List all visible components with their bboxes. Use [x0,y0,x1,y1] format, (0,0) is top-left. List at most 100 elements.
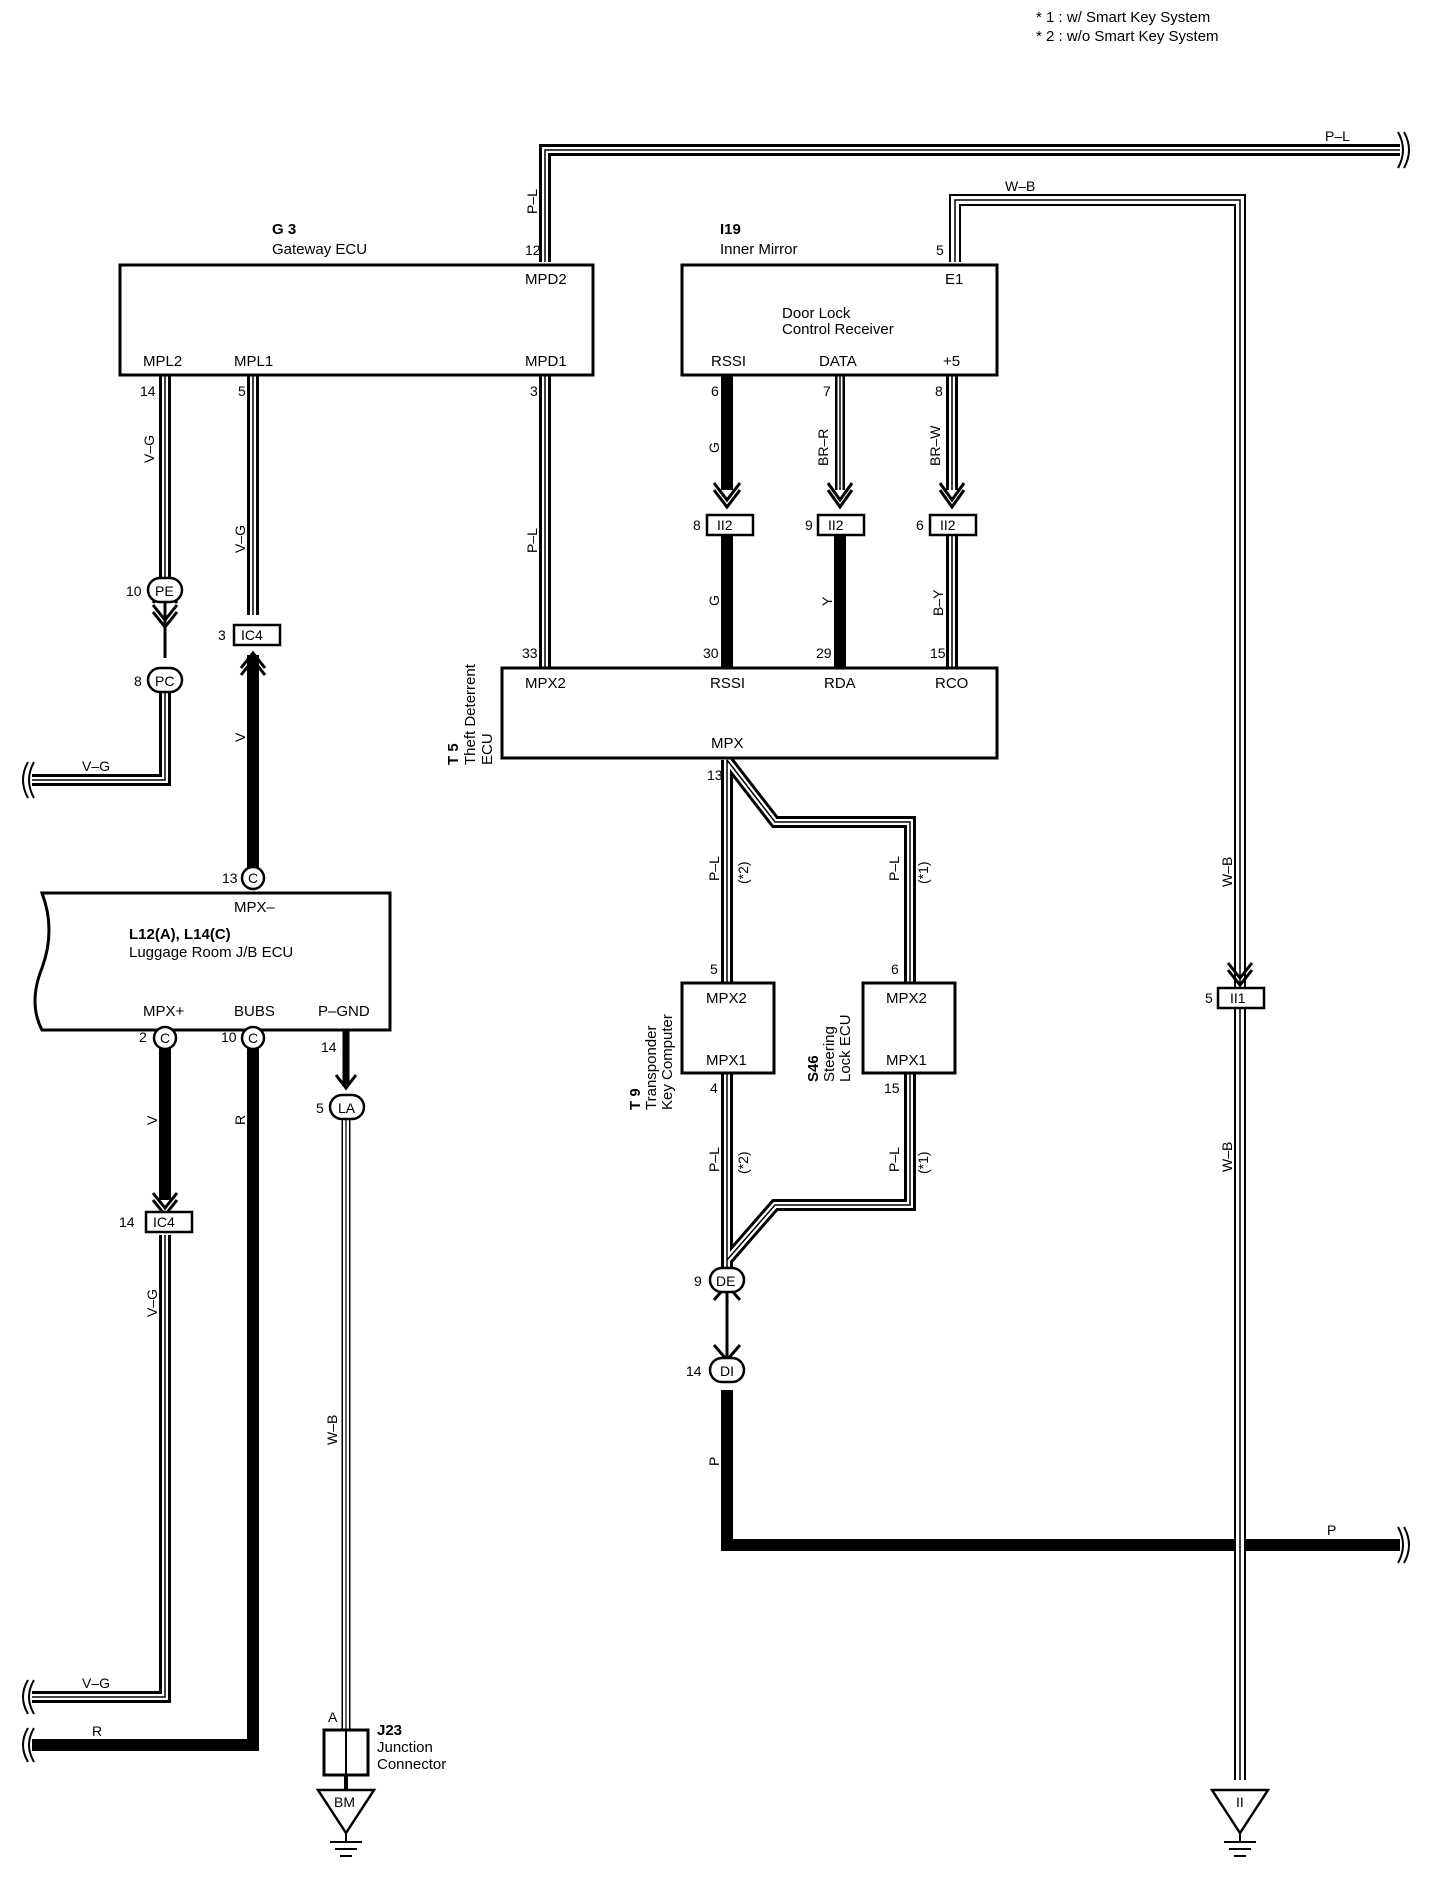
inner-mirror-line1: Door Lock [782,305,851,322]
connector-ii2-c-code: II2 [940,517,956,533]
connector-ii2-c: II2 6 [916,513,978,537]
connector-ii2-a: II2 8 [693,513,755,537]
connector-ii2-b: II2 9 [805,513,866,537]
inner-mirror-box [680,263,999,377]
legend-note-1: * 1 : w/ Smart Key System [1036,9,1210,26]
wire-label-pl-s46-bottom: P–L [886,1147,902,1172]
theft-pin-num-13: 13 [707,767,723,783]
connector-di: DI 14 [686,1356,746,1384]
connector-pc-code: PC [155,673,174,689]
inner-mirror-pin-num-8: 8 [935,383,943,399]
transponder-pin-mpx1: MPX1 [706,1052,747,1069]
wire-label-brr: BR–R [815,429,831,466]
connector-ic4-bottom: IC4 14 [119,1210,194,1234]
inner-mirror-pin-num-5: 5 [936,242,944,258]
wire-label-v-lower: V [144,1115,160,1125]
wire-p-bottom [721,1390,1400,1551]
connector-de-code: DE [716,1273,735,1289]
ground-bm: BM [315,1788,377,1857]
wire-label-wb-lower: W–B [1219,1142,1235,1172]
connector-ii1-pin: 5 [1205,990,1213,1006]
gateway-ecu-box [118,263,595,377]
ground-bm-code: BM [334,1794,355,1810]
connector-ic4-top: IC4 3 [218,623,282,647]
connector-ic4-bottom-pin: 14 [119,1214,135,1230]
gateway-code: G 3 [272,221,296,238]
connector-la-code: LA [338,1100,356,1116]
luggage-room-jb-ecu: L12(A), L14(C) Luggage Room J/B ECU MPX–… [33,870,392,1055]
theft-pin-mpx2: MPX2 [525,675,566,692]
connector-de-pin: 9 [694,1273,702,1289]
connector-ii2-b-pin: 9 [805,517,813,533]
connector-pc: PC 8 [134,666,184,694]
wire-pl-top [539,144,1400,262]
connector-pc-shape [146,666,184,694]
connector-ii2-a-code: II2 [717,517,733,533]
luggage-code: L12(A), L14(C) [129,926,231,943]
junction-name-2: Connector [377,1756,446,1773]
wire-labels: P–L W–B P–L V–G V–G P–L V–G V G BR–R BR–… [82,128,1350,1739]
connector-ii1-code: II1 [1230,990,1246,1006]
connector-c-mpxm: C [240,865,266,891]
wire-note-2-bottom: (*2) [735,1151,751,1174]
wire-label-p-horizontal: P [1327,1522,1336,1538]
gateway-pin-mpl2: MPL2 [143,353,182,370]
wire-label-vg-left-upper: V–G [82,758,110,774]
legend: * 1 : w/ Smart Key System * 2 : w/o Smar… [1036,9,1219,45]
theft-pin-rssi: RSSI [710,675,745,692]
wire-label-g-lower: G [706,595,722,606]
inner-mirror-name: Inner Mirror [720,241,798,258]
connector-c-bubs: C [240,1025,266,1051]
wire-label-brw: BR–W [927,425,943,466]
inner-mirror-code: I19 [720,221,741,238]
inner-mirror-pin-num-7: 7 [823,383,831,399]
transponder-key-computer: MPX2 MPX1 T 9 Transponder Key Computer 5… [627,961,776,1110]
inner-mirror-pin-rssi: RSSI [711,353,746,370]
theft-code: T 5 [445,743,462,765]
wire-vg-left-lower [32,1235,171,1703]
transponder-box [680,981,776,1075]
wire-r-bubs [32,1045,259,1751]
inner-mirror-pin-plus5: +5 [943,353,960,370]
junction-pin-a: A [328,1709,338,1725]
transponder-pin-num-5: 5 [710,961,718,977]
connector-c-mpxp-code: C [160,1030,170,1046]
connector-pe-code: PE [155,583,174,599]
connector-ii2-c-shape [928,513,978,537]
theft-pin-rda: RDA [824,675,856,692]
wire-label-vg-left-lower: V–G [82,1675,110,1691]
connector-di-pin: 14 [686,1363,702,1379]
wire-vg-left-upper [32,375,171,786]
wire-end-marks [22,131,1410,1763]
inner-mirror: I19 Inner Mirror Door Lock Control Recei… [680,221,999,399]
connector-ic4-bottom-shape [144,1210,194,1234]
transponder-pin-num-4: 4 [710,1080,718,1096]
theft-pin-num-33: 33 [522,645,538,661]
connector-pe-pin: 10 [126,583,142,599]
luggage-pin-num-14: 14 [321,1039,337,1055]
steering-pin-num-15: 15 [884,1080,900,1096]
wire-label-by: B–Y [930,589,946,616]
connector-c-mpxp: C [152,1025,178,1051]
legend-note-2: * 2 : w/o Smart Key System [1036,28,1219,45]
junction-name-1: Junction [377,1739,433,1756]
gateway-pin-num-3: 3 [530,383,538,399]
connector-ii1-shape [1216,986,1266,1010]
connector-ic4-top-shape [232,623,282,647]
wire-label-g-upper: G [706,442,722,453]
theft-pin-rco: RCO [935,675,968,692]
wire-label-pl-s46-top: P–L [886,856,902,881]
inner-mirror-pin-data: DATA [819,353,857,370]
steering-pin-num-6: 6 [891,961,899,977]
luggage-pin-num-10: 10 [221,1029,237,1045]
wire-label-pl-mpd2: P–L [524,189,540,214]
gateway-pin-num-14: 14 [140,383,156,399]
theft-pin-num-29: 29 [816,645,832,661]
wire-label-pl-t9-top: P–L [706,856,722,881]
connector-la-pin: 5 [316,1100,324,1116]
transponder-code: T 9 [627,1088,644,1110]
theft-pin-mpx: MPX [711,735,744,752]
theft-deterrent-box [500,666,999,760]
luggage-pin-bubs: BUBS [234,1003,275,1020]
gateway-pin-mpd2: MPD2 [525,271,567,288]
